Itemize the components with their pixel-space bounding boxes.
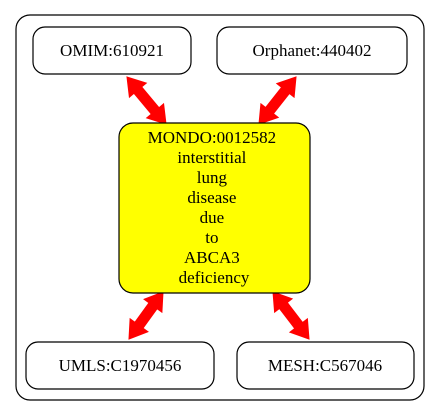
node-mesh-label: MESH:C567046 — [268, 356, 382, 375]
center-node-box — [118, 122, 311, 294]
node-umls-box — [25, 341, 215, 390]
center-node-label: MONDO:0012582 interstitial lung disease … — [148, 128, 281, 287]
center-line-2: interstitial — [177, 148, 246, 167]
node-umls-label: UMLS:C1970456 — [59, 356, 182, 375]
node-orphanet-box — [216, 26, 408, 75]
node-umls[interactable]: UMLS:C1970456 — [25, 341, 215, 390]
center-line-1: MONDO:0012582 — [148, 128, 276, 147]
center-line-7: ABCA3 — [184, 248, 240, 267]
center-line-4: disease — [187, 188, 236, 207]
node-omim[interactable]: OMIM:610921 — [32, 26, 192, 75]
center-line-6: to — [205, 228, 218, 247]
center-line-5: due — [200, 208, 225, 227]
node-omim-box — [32, 26, 192, 75]
center-line-3: lung — [197, 168, 228, 187]
center-node[interactable]: MONDO:0012582 interstitial lung disease … — [118, 122, 311, 294]
node-mesh-box — [236, 341, 415, 390]
node-mesh[interactable]: MESH:C567046 — [236, 341, 415, 390]
edges — [126, 76, 310, 340]
node-orphanet-label: Orphanet:440402 — [253, 41, 372, 60]
node-orphanet[interactable]: Orphanet:440402 — [216, 26, 408, 75]
center-line-8: deficiency — [179, 268, 250, 287]
node-omim-label: OMIM:610921 — [60, 41, 164, 60]
